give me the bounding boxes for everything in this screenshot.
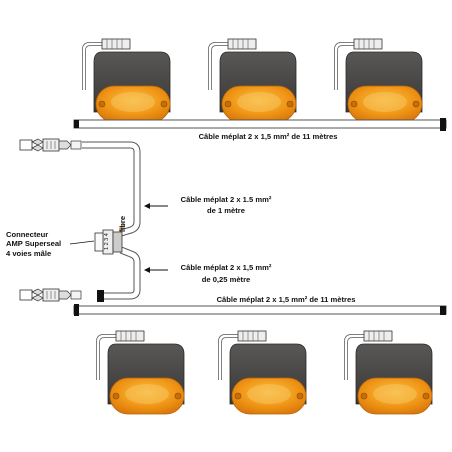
libre-label: libre — [118, 216, 127, 232]
lamp-plug — [363, 330, 393, 342]
screw-icon — [234, 392, 242, 400]
branch-bottom-callout: Câble méplat 2 x 1,5 mm² de 0,25 mètre — [144, 263, 272, 284]
arrow-left-icon — [144, 203, 150, 209]
arrow-left-icon — [144, 267, 150, 273]
top-spade-plug-icon — [19, 138, 82, 152]
cable-end-cap — [97, 290, 104, 302]
harness-cables — [82, 141, 141, 302]
screw-icon — [286, 100, 294, 108]
lamp-plug — [237, 330, 267, 342]
connector-label-line3: 4 voies mâle — [6, 249, 51, 258]
side-marker-lamp-icon — [218, 330, 307, 415]
superseal-connector-icon: 1 2 3 4 libre — [94, 216, 127, 255]
screw-icon — [422, 392, 430, 400]
lamp-plug — [227, 38, 257, 50]
top-flat-cable-label: Câble méplat 2 x 1,5 mm² de 11 mètres — [199, 132, 338, 141]
branch-top-label-line1: Câble méplat 2 x 1.5 mm² — [181, 195, 272, 204]
side-marker-lamp-icon — [208, 38, 297, 123]
branch-bottom-label-line1: Câble méplat 2 x 1,5 mm² — [181, 263, 272, 272]
connector-leader-line — [69, 240, 95, 245]
branch-top-label-line2: de 1 mètre — [207, 206, 245, 215]
side-marker-lamp-icon — [96, 330, 185, 415]
screw-icon — [174, 392, 182, 400]
bottom-lamp-row — [96, 330, 433, 415]
side-marker-lamp-icon — [344, 330, 433, 415]
unused-wire — [117, 223, 125, 234]
branch-top-callout: Câble méplat 2 x 1.5 mm² de 1 mètre — [144, 195, 272, 215]
connector-pin-numbers: 1 2 3 4 — [104, 233, 110, 250]
side-marker-lamp-icon — [82, 38, 171, 123]
top-flat-cable: Câble méplat 2 x 1,5 mm² de 11 mètres — [73, 118, 447, 141]
connector-label-line2: AMP Superseal — [6, 239, 61, 248]
screw-icon — [360, 392, 368, 400]
screw-icon — [112, 392, 120, 400]
lamp-plug — [101, 38, 131, 50]
branch-bottom-label-line2: de 0,25 mètre — [202, 275, 251, 284]
screw-icon — [412, 100, 420, 108]
screw-icon — [296, 392, 304, 400]
bottom-flat-cable-label: Câble méplat 2 x 1,5 mm² de 11 mètres — [217, 295, 356, 304]
connector-label-line1: Connecteur — [6, 230, 48, 239]
bottom-flat-cable: Câble méplat 2 x 1,5 mm² de 11 mètres — [73, 295, 447, 316]
screw-icon — [160, 100, 168, 108]
screw-icon — [350, 100, 358, 108]
lamp-plug — [115, 330, 145, 342]
lamp-plug — [353, 38, 383, 50]
top-lamp-row — [82, 38, 423, 123]
side-marker-lamp-icon — [334, 38, 423, 123]
screw-icon — [224, 100, 232, 108]
screw-icon — [98, 100, 106, 108]
bottom-spade-plug-icon — [19, 288, 82, 302]
